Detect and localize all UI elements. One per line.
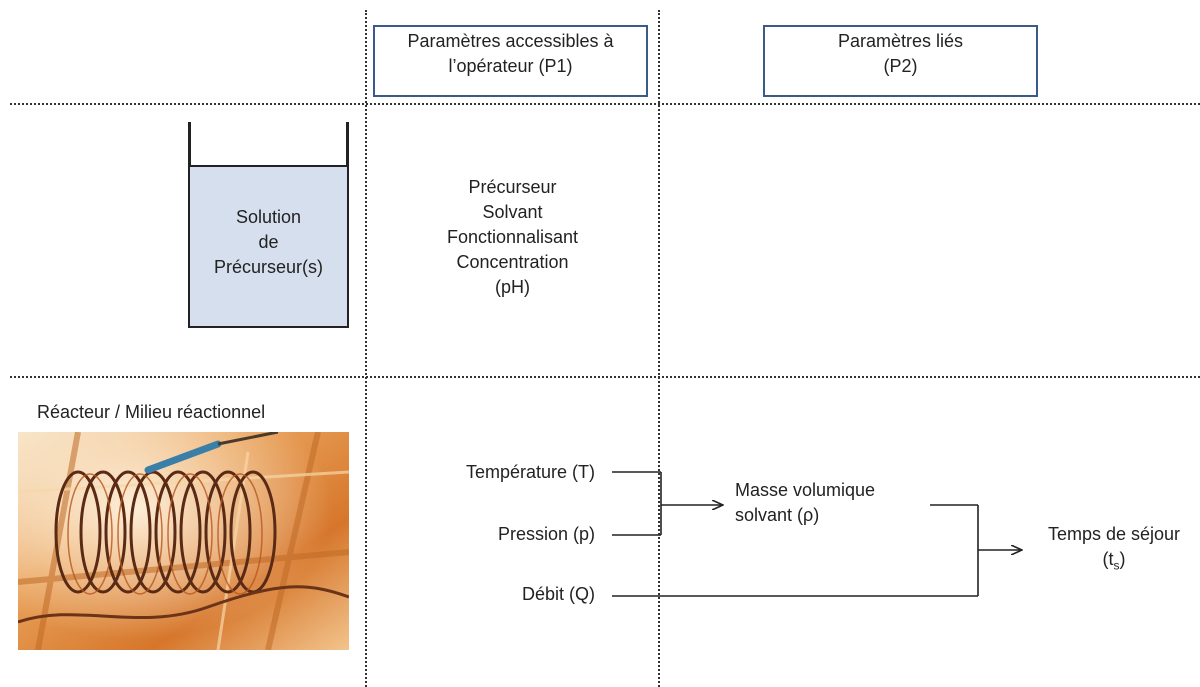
input-debit: Débit (Q) bbox=[521, 584, 595, 604]
reactor-title: Réacteur / Milieu réactionnel bbox=[37, 402, 266, 422]
input-temperature: Température (T) bbox=[465, 462, 595, 482]
p1-item-concentration: Concentration bbox=[456, 252, 569, 272]
p2-header-box: Paramètres liés (P2) bbox=[763, 25, 1038, 97]
p1-header-line1: Paramètres accessibles à bbox=[407, 31, 614, 51]
temps-sejour-symbol: (t bbox=[1102, 549, 1114, 569]
masse-volumique-line1: Masse volumique bbox=[735, 480, 876, 500]
beaker-solution bbox=[188, 165, 349, 328]
column-separator-left bbox=[365, 10, 367, 687]
reactor-photo bbox=[18, 432, 349, 650]
temps-sejour-line2: (ts) bbox=[1028, 547, 1200, 579]
p1-solution-list: Précurseur Solvant Fonctionnalisant Conc… bbox=[375, 175, 650, 300]
beaker-label-line3: Précurseur(s) bbox=[213, 257, 324, 277]
row-separator-top bbox=[10, 103, 1200, 105]
beaker-label-line1: Solution bbox=[235, 207, 302, 227]
p1-item-solvant: Solvant bbox=[482, 202, 543, 222]
row-separator-middle bbox=[10, 376, 1200, 378]
p1-header-line2: l’opérateur (P1) bbox=[448, 56, 573, 76]
masse-volumique-label: Masse volumique solvant (ρ) bbox=[735, 478, 935, 528]
temps-sejour-label: Temps de séjour (ts) bbox=[1028, 522, 1200, 579]
p2-header-line2: (P2) bbox=[883, 56, 918, 76]
temps-sejour-subscript: s bbox=[1113, 558, 1120, 573]
temps-sejour-line1: Temps de séjour bbox=[1047, 524, 1181, 544]
masse-volumique-line2: solvant (ρ) bbox=[735, 505, 820, 525]
temps-sejour-close: ) bbox=[1119, 549, 1126, 569]
p1-item-fonctionnalisant: Fonctionnalisant bbox=[446, 227, 579, 247]
p1-item-ph: (pH) bbox=[495, 277, 530, 297]
p2-header-line1: Paramètres liés bbox=[837, 31, 964, 51]
beaker-label-line2: de bbox=[258, 232, 279, 252]
beaker-label: Solution de Précurseur(s) bbox=[191, 205, 346, 280]
column-separator-right bbox=[658, 10, 660, 687]
p1-header-box: Paramètres accessibles à l’opérateur (P1… bbox=[373, 25, 648, 97]
input-pression: Pression (p) bbox=[497, 524, 595, 544]
p1-item-precurseur: Précurseur bbox=[468, 177, 557, 197]
